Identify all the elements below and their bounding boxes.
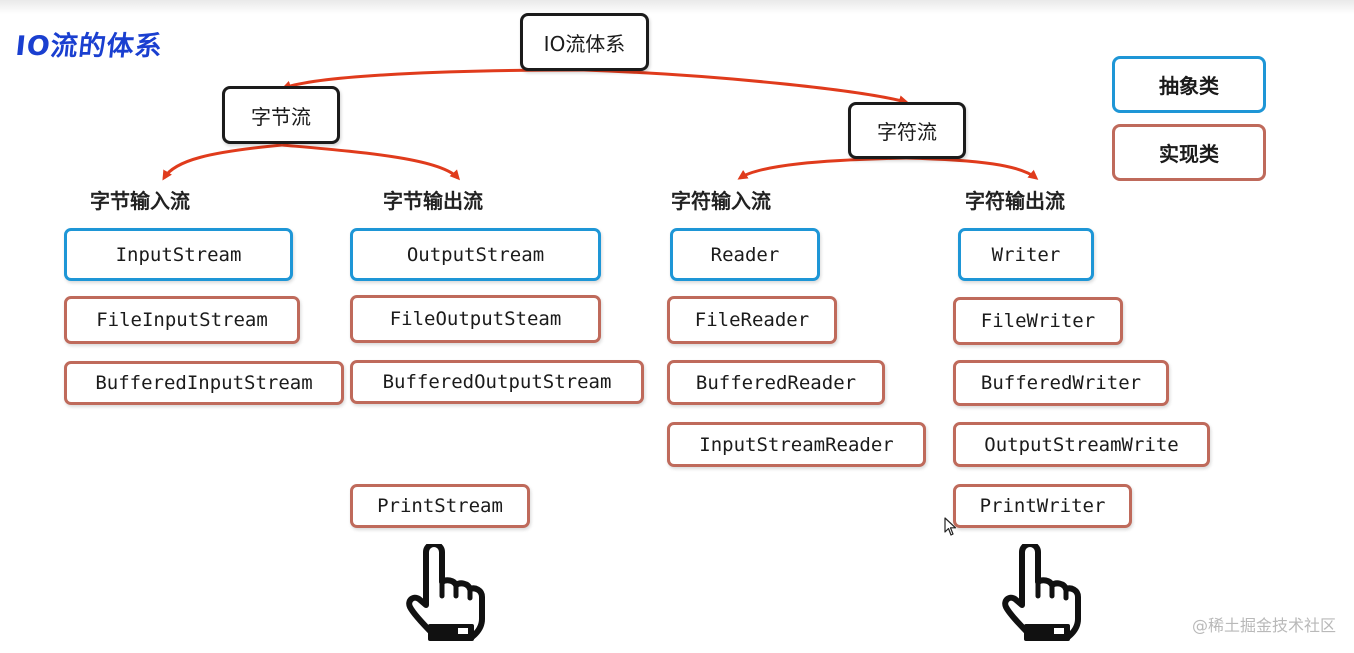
legend-implementation-class: 实现类	[1112, 124, 1266, 181]
arrow-byte-to-in	[162, 143, 283, 181]
root-node: IO流体系	[520, 13, 649, 71]
pointing-hand-icon	[406, 544, 485, 641]
class-bufferedoutputstream: BufferedOutputStream	[350, 360, 644, 404]
class-writer: Writer	[958, 228, 1094, 281]
class-filewriter: FileWriter	[953, 297, 1123, 345]
class-inputstreamreader: InputStreamReader	[667, 422, 926, 467]
pointing-hand-icon	[1002, 544, 1081, 641]
heading-byte-output: 字节输出流	[383, 189, 483, 213]
top-band	[0, 0, 1354, 14]
mouse-cursor-icon	[944, 517, 957, 536]
class-bufferedreader: BufferedReader	[667, 360, 885, 405]
class-inputstream: InputStream	[64, 228, 293, 281]
heading-char-input: 字符输入流	[671, 189, 771, 213]
class-bufferedwriter: BufferedWriter	[953, 360, 1169, 406]
legend-abstract-class: 抽象类	[1112, 56, 1266, 113]
arrow-byte-to-out	[281, 143, 461, 181]
class-bufferedinputstream: BufferedInputStream	[64, 361, 344, 405]
class-fileoutputsteam: FileOutputSteam	[350, 295, 601, 343]
heading-char-output: 字符输出流	[965, 189, 1065, 213]
class-printwriter: PrintWriter	[953, 484, 1132, 528]
class-filereader: FileReader	[667, 296, 837, 344]
class-reader: Reader	[670, 228, 820, 281]
class-outputstreamwrite: OutputStreamWrite	[953, 422, 1210, 467]
class-printstream: PrintStream	[350, 484, 530, 528]
byte-stream-node: 字节流	[222, 86, 340, 144]
arrow-root-to-char	[583, 68, 909, 106]
heading-byte-input: 字节输入流	[90, 189, 190, 213]
watermark-text: @稀土掘金技术社区	[1191, 616, 1336, 635]
class-fileinputstream: FileInputStream	[64, 296, 300, 344]
class-outputstream: OutputStream	[350, 228, 601, 281]
arrow-char-to-in	[737, 156, 907, 180]
arrow-char-to-out	[905, 156, 1039, 180]
char-stream-node: 字符流	[848, 102, 966, 159]
